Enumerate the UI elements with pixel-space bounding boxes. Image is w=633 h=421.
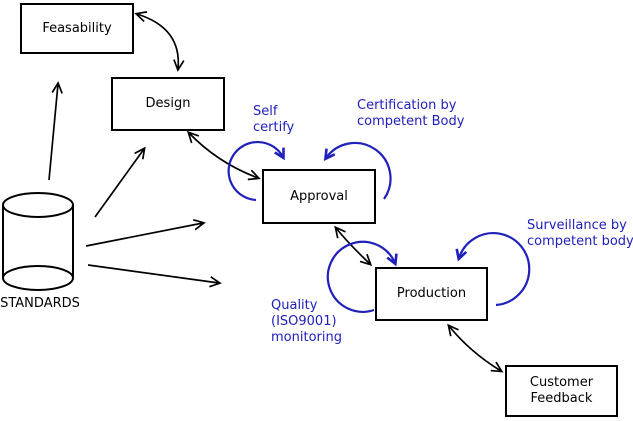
arrow-standards-to-design [94,146,146,218]
datastore-standards-label: STANDARDS [0,296,80,311]
arrow-approval-production [334,225,373,267]
node-feasability-label: Feasability [42,20,112,36]
arrow-feasability-design [134,11,185,72]
arrow-standards-to-approval [85,219,206,247]
node-approval-label: Approval [290,188,348,204]
node-production: Production [375,267,488,321]
node-design-label: Design [145,96,191,111]
annotation-surveillance: Surveillance by competent body [527,218,633,249]
node-approval: Approval [262,169,376,224]
datastore-standards-cylinder-icon [2,192,74,291]
annotation-self-certify: Self certify [253,104,295,135]
node-production-label: Production [396,286,467,301]
node-customer-feedback: Customer Feedback [505,365,618,417]
node-feasability: Feasability [20,3,134,54]
annotation-certification: Certification by competent Body [357,98,465,129]
arrow-standards-to-production [87,264,222,288]
node-customer-feedback-label: Customer Feedback [529,375,594,406]
arrow-production-customer-feedback [447,323,504,373]
annotation-quality: Quality (ISO9001) monitoring [271,298,342,345]
node-design: Design [111,77,225,131]
arrow-design-approval [186,130,261,181]
arrow-standards-to-feasability [48,81,63,181]
